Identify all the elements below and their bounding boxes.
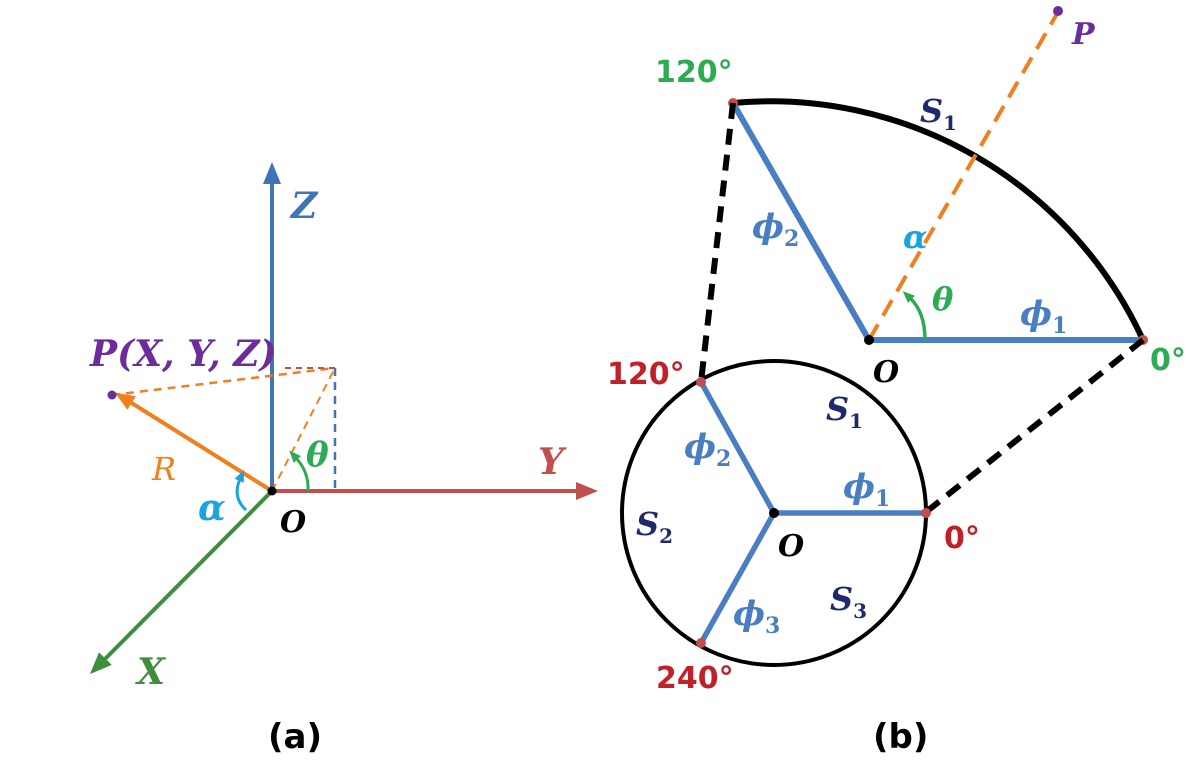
circle-phi1-label: ϕ1 bbox=[843, 467, 890, 512]
theta-label-a: θ bbox=[306, 435, 329, 475]
y-label: Y bbox=[538, 441, 567, 483]
caption-b: (b) bbox=[873, 717, 928, 757]
circle-s3-label: S3 bbox=[830, 580, 867, 623]
sector-origin-label: O bbox=[873, 355, 899, 390]
sector-phi2-label: ϕ2 bbox=[752, 207, 799, 252]
projection-dashed-line-ground bbox=[271, 367, 336, 492]
sector-s1-label: S1 bbox=[920, 92, 957, 135]
circle-120-dot bbox=[696, 377, 706, 387]
connector-120 bbox=[698, 102, 736, 383]
circle-phi2-line bbox=[698, 380, 777, 515]
panel-b: P 120° 0° S1 α ϕ2 θ ϕ1 O 120° 0° 240° S1… bbox=[607, 6, 1186, 757]
sector-0-label: 0° bbox=[1150, 343, 1186, 378]
alpha-label-a: α bbox=[198, 487, 226, 529]
z-label: Z bbox=[289, 185, 319, 227]
x-label: X bbox=[135, 651, 167, 693]
circle-120-label: 120° bbox=[607, 357, 685, 392]
circle-origin-dot bbox=[769, 508, 779, 518]
alpha-arc bbox=[234, 469, 248, 512]
circle-240-label: 240° bbox=[656, 661, 734, 696]
connector-0 bbox=[924, 337, 1145, 515]
sector-120-label: 120° bbox=[655, 55, 733, 90]
circle-0-dot bbox=[921, 508, 931, 518]
circle-240-dot bbox=[696, 638, 706, 648]
circle-phi3-label: ϕ3 bbox=[733, 594, 780, 639]
sector-phi1-label: ϕ1 bbox=[1020, 294, 1067, 339]
theta-arc bbox=[289, 450, 310, 492]
circle-phi3-line bbox=[698, 511, 777, 645]
sector-phi2-line bbox=[730, 101, 872, 342]
point-p bbox=[107, 390, 117, 400]
sector-p-label: P bbox=[1071, 17, 1096, 52]
sector-alpha-label: α bbox=[903, 218, 928, 256]
sector-theta-arc bbox=[902, 291, 927, 341]
sector-point-p bbox=[1053, 6, 1063, 16]
circle-s1-label: S1 bbox=[826, 390, 863, 433]
circle-phi2-label: ϕ2 bbox=[684, 427, 731, 472]
sector-origin-dot bbox=[864, 335, 874, 345]
projection-dashed-line bbox=[111, 366, 336, 397]
circle-0-label: 0° bbox=[944, 521, 980, 556]
caption-a: (a) bbox=[268, 717, 322, 757]
panel-a: Z Y X O P(X, Y, Z) R α θ (a) bbox=[89, 162, 598, 757]
x-axis bbox=[89, 489, 274, 675]
r-label: R bbox=[151, 450, 176, 488]
sector-p-dashed bbox=[867, 11, 1060, 341]
circle-s2-label: S2 bbox=[636, 505, 673, 548]
origin-dot-a bbox=[267, 486, 277, 496]
sector-theta-label: θ bbox=[932, 280, 954, 318]
origin-label-a: O bbox=[280, 505, 306, 540]
r-vector bbox=[114, 392, 274, 493]
point-p-label: P(X, Y, Z) bbox=[89, 333, 277, 375]
circle-origin-label: O bbox=[778, 529, 804, 564]
